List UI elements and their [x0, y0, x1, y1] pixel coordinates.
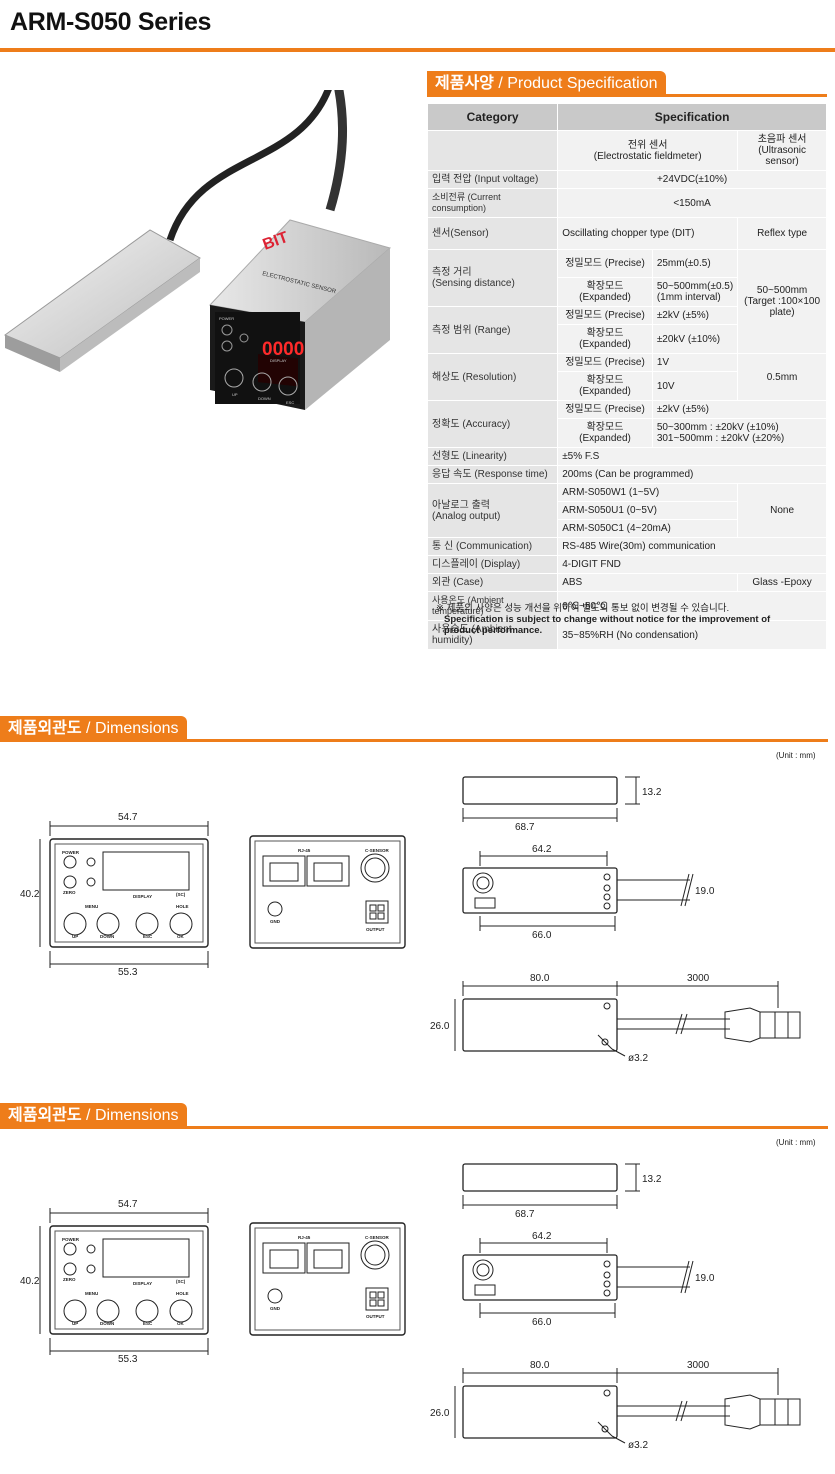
svg-text:UP: UP [232, 392, 238, 397]
svg-text:DISPLAY: DISPLAY [270, 358, 287, 363]
svg-text:ESC: ESC [143, 1321, 153, 1326]
svg-text:RJ-45: RJ-45 [298, 848, 311, 853]
svg-text:POWER: POWER [62, 1237, 80, 1242]
svg-text:MENU: MENU [85, 904, 98, 909]
svg-text:HOLE: HOLE [176, 904, 189, 909]
svg-text:RJ-45: RJ-45 [298, 1235, 311, 1240]
spec-note: ※ 제품의 사양은 성능 개선을 위하여 별도의 통보 없이 변경될 수 있습니… [436, 603, 771, 636]
svg-text:OUTPUT: OUTPUT [366, 1314, 385, 1319]
svg-text:26.0: 26.0 [430, 1021, 450, 1032]
svg-text:80.0: 80.0 [530, 1360, 550, 1371]
svg-text:OK: OK [177, 934, 185, 939]
svg-text:ZERO: ZERO [63, 890, 76, 895]
svg-text:DOWN: DOWN [100, 1321, 114, 1326]
svg-text:55.3: 55.3 [118, 1354, 138, 1365]
svg-text:OK: OK [177, 1321, 185, 1326]
svg-text:66.0: 66.0 [532, 1317, 552, 1328]
led-display: 0000 [262, 339, 304, 360]
dimensions-tab-2: 제품외관도 / Dimensions [0, 1103, 187, 1129]
svg-text:13.2: 13.2 [642, 1174, 662, 1185]
svg-text:68.7: 68.7 [515, 822, 535, 833]
svg-text:UP: UP [72, 934, 78, 939]
svg-text:66.0: 66.0 [532, 930, 552, 941]
svg-text:ESC: ESC [286, 400, 294, 405]
dimensions-line-2 [0, 1126, 828, 1129]
unit-label-1: (Unit : mm) [776, 751, 816, 760]
svg-text:ø3.2: ø3.2 [628, 1053, 648, 1064]
title-divider [0, 48, 835, 52]
dimensions-line-1 [0, 739, 828, 742]
svg-text:ø3.2: ø3.2 [628, 1440, 648, 1451]
svg-text:MENU: MENU [85, 1291, 98, 1296]
svg-text:DISPLAY: DISPLAY [133, 894, 152, 899]
svg-text:UP: UP [72, 1321, 78, 1326]
unit-label-2: (Unit : mm) [776, 1138, 816, 1147]
svg-text:POWER: POWER [219, 316, 234, 321]
svg-text:68.7: 68.7 [515, 1209, 535, 1220]
svg-text:64.2: 64.2 [532, 844, 552, 855]
svg-text:55.3: 55.3 [118, 967, 138, 978]
svg-text:40.2: 40.2 [20, 1276, 40, 1287]
svg-text:C-SENSOR: C-SENSOR [365, 1235, 390, 1240]
page-title: ARM-S050 Series [10, 8, 212, 36]
svg-text:54.7: 54.7 [118, 1199, 138, 1210]
product-photo: BIT ELECTROSTATIC SENSOR 0000 POWER DISP… [3, 90, 392, 410]
spec-section-tab: 제품사양 / Product Specification [427, 71, 666, 97]
spec-section-line [427, 94, 827, 97]
svg-text:GND: GND [270, 1306, 281, 1311]
svg-text:DISPLAY: DISPLAY [133, 1281, 152, 1286]
svg-text:POWER: POWER [62, 850, 80, 855]
svg-text:GND: GND [270, 919, 281, 924]
svg-text:3000: 3000 [687, 973, 710, 984]
svg-text:(SC): (SC) [176, 1279, 186, 1284]
svg-text:OUTPUT: OUTPUT [366, 927, 385, 932]
dimension-drawing-2: 54.7 55.3 40.2 68.7 13.2 64.2 66.0 19.0 … [0, 1163, 835, 1473]
svg-text:19.0: 19.0 [695, 1273, 715, 1284]
svg-text:54.7: 54.7 [118, 812, 138, 823]
dimensions-tab-1: 제품외관도 / Dimensions [0, 716, 187, 742]
svg-text:80.0: 80.0 [530, 973, 550, 984]
svg-text:64.2: 64.2 [532, 1231, 552, 1242]
svg-text:HOLE: HOLE [176, 1291, 189, 1296]
svg-text:ESC: ESC [143, 934, 153, 939]
svg-text:ZERO: ZERO [63, 1277, 76, 1282]
svg-text:C-SENSOR: C-SENSOR [365, 848, 390, 853]
svg-text:26.0: 26.0 [430, 1408, 450, 1419]
svg-text:(SC): (SC) [176, 892, 186, 897]
svg-text:3000: 3000 [687, 1360, 710, 1371]
svg-text:40.2: 40.2 [20, 889, 40, 900]
svg-text:DOWN: DOWN [258, 396, 271, 401]
dimension-drawing-1: 54.7 55.3 40.2 68.7 13.2 64.2 66.0 19.0 … [0, 776, 835, 1106]
svg-text:13.2: 13.2 [642, 787, 662, 798]
svg-text:DOWN: DOWN [100, 934, 114, 939]
svg-text:19.0: 19.0 [695, 886, 715, 897]
